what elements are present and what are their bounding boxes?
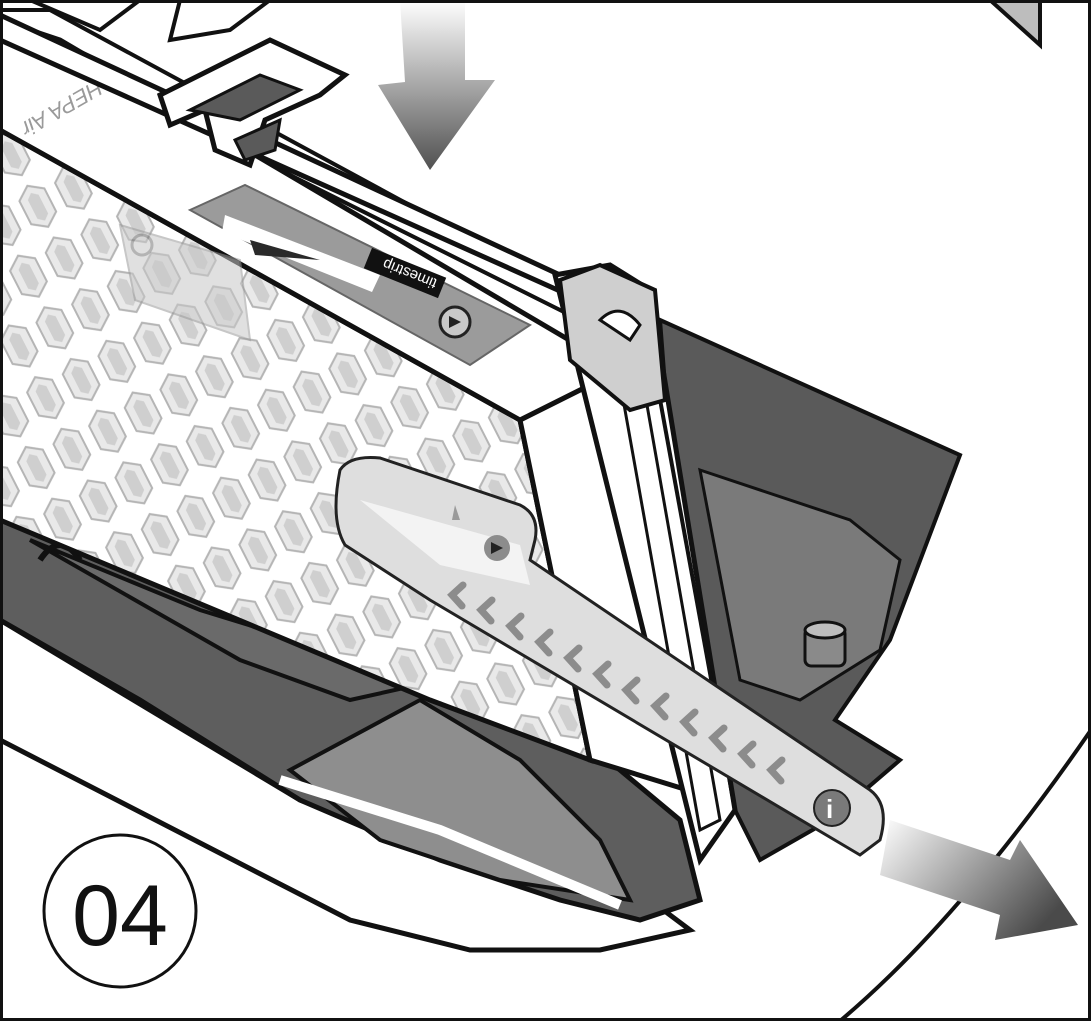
step-number: 04 [72, 868, 168, 964]
info-symbol: i [826, 794, 833, 824]
info-icon: i [814, 790, 850, 826]
step-badge: 04 [44, 835, 196, 987]
